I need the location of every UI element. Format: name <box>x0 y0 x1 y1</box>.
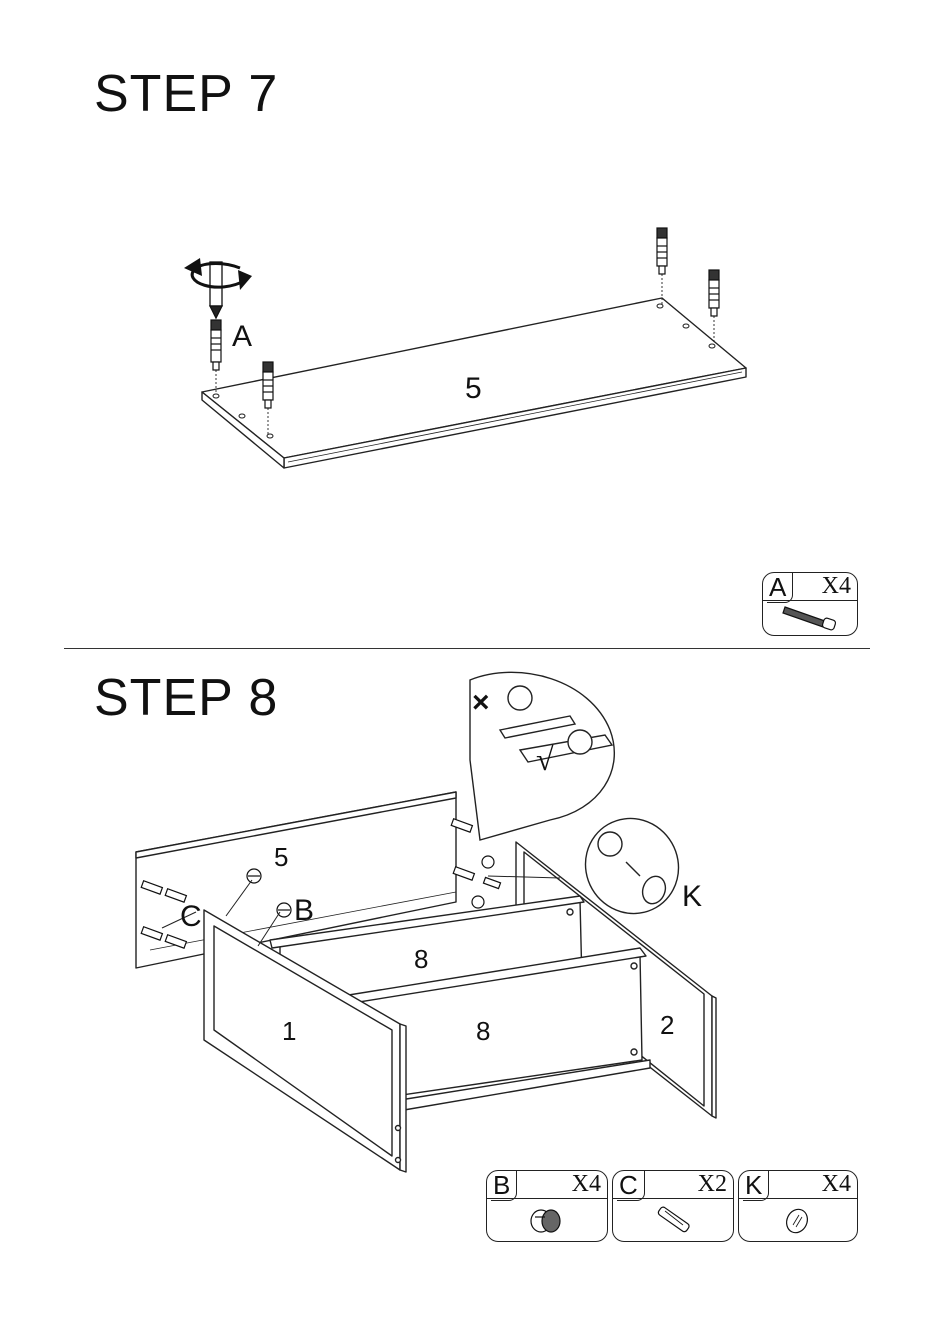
cover-cap-k-label: K <box>682 880 702 913</box>
upper-shelf-8-label: 8 <box>414 944 428 974</box>
front-panel-1-label: 1 <box>282 1016 296 1046</box>
side-panel-2-label: 2 <box>660 1010 674 1040</box>
cam-lock-b-label: B <box>294 894 314 927</box>
right-orientation-mark: √ <box>536 741 554 777</box>
wrong-orientation-mark: × <box>472 686 490 719</box>
cover-cap-icon <box>739 1171 859 1243</box>
back-panel-5-label: 5 <box>274 842 288 872</box>
dowel-c-label: C <box>180 900 202 933</box>
part-k-box: K X4 <box>738 1170 858 1242</box>
part-c-box: C X2 <box>612 1170 734 1242</box>
wooden-dowel-icon <box>613 1171 735 1243</box>
cam-lock-icon <box>487 1171 609 1243</box>
part-b-box: B X4 <box>486 1170 608 1242</box>
lower-shelf-8-label: 8 <box>476 1016 490 1046</box>
